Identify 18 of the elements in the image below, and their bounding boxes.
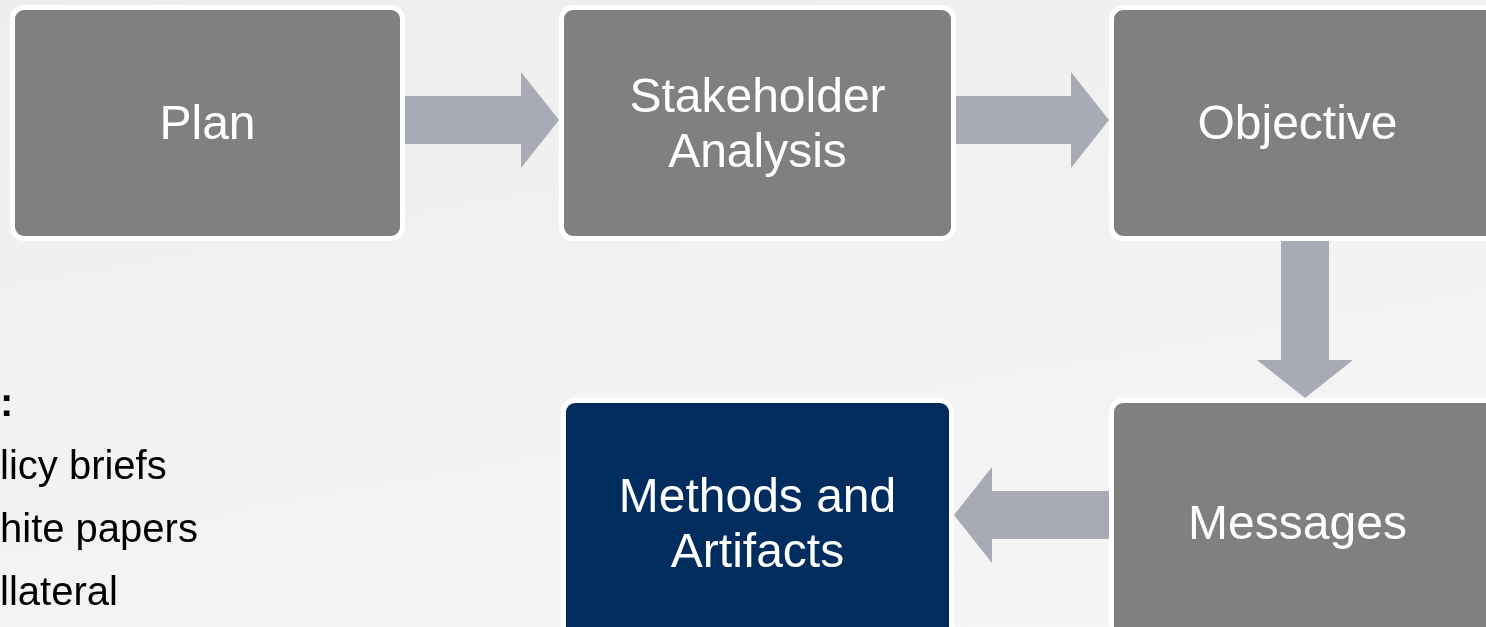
block-arrow [954,467,1109,563]
box-label: Plan [159,95,256,151]
process-box [1109,398,1486,627]
list-text: llateral [0,569,118,614]
box-label: Messages [1188,495,1408,551]
box-label: Objective [1197,95,1399,151]
list-text: hite papers [0,506,198,551]
box-label: Stakeholder Analysis [628,67,887,179]
list-text: : [0,380,14,425]
process-box [561,398,954,627]
block-arrow [956,72,1109,168]
list-text: licy briefs [0,443,167,488]
block-arrow [1257,241,1353,398]
process-box [10,5,405,241]
process-box [1109,5,1486,241]
process-box [559,5,956,241]
box-label: Methods and Artifacts [617,467,898,579]
block-arrow [405,72,559,168]
